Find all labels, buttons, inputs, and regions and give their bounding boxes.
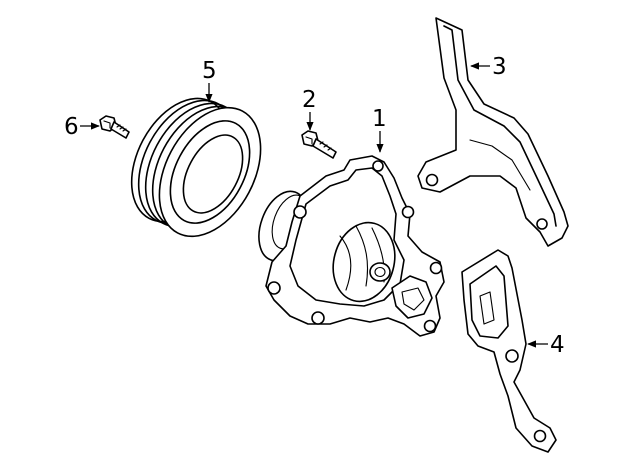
bracket-4 <box>461 249 557 453</box>
bolt-6 <box>99 115 130 139</box>
bolt-2 <box>301 130 337 159</box>
callout-label-4: 4 <box>550 332 565 358</box>
callout-label-3: 3 <box>492 54 507 80</box>
callout-label-2: 2 <box>302 87 317 113</box>
bracket-3 <box>417 17 569 247</box>
callout-1: 1 <box>372 106 387 153</box>
callout-5: 5 <box>202 58 217 103</box>
callout-3: 3 <box>470 54 507 80</box>
callout-2: 2 <box>302 87 317 131</box>
callout-4: 4 <box>527 332 565 358</box>
callout-6: 6 <box>64 114 100 140</box>
callout-label-6: 6 <box>64 114 79 140</box>
callout-label-1: 1 <box>372 106 387 132</box>
callout-label-5: 5 <box>202 58 217 84</box>
water-pump-1 <box>258 155 445 337</box>
pulley-5 <box>130 97 262 238</box>
